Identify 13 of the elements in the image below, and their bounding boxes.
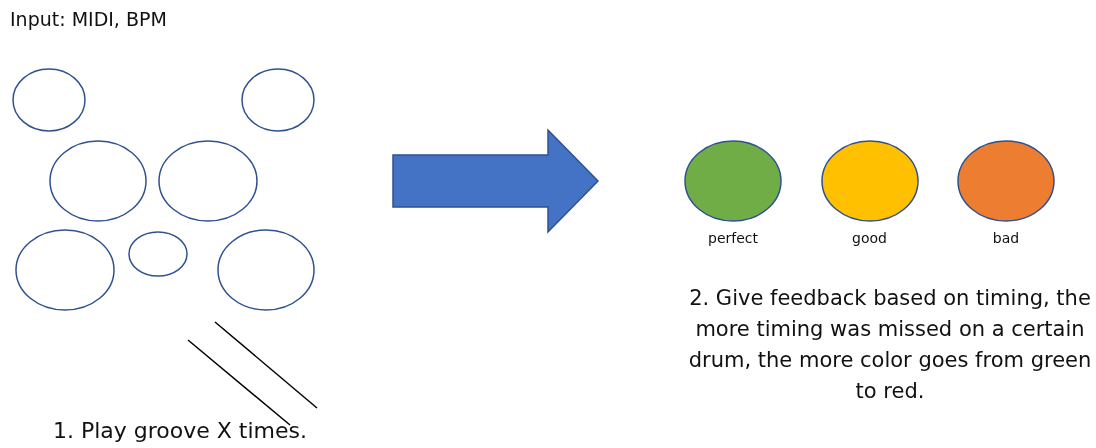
drum-pad [49, 140, 147, 222]
step-description: 2. Give feedback based on timing, the more timing was missed on a certain drum, the more color goes from green to red. [687, 285, 1093, 405]
step-caption: 1. Play groove X times. [51, 418, 309, 443]
legend-label: good [851, 230, 888, 246]
drum-pad [158, 140, 258, 222]
legend-label: bad [991, 230, 1021, 246]
drum-pad [217, 229, 315, 311]
drum-pad [15, 229, 115, 311]
input-note: Input: MIDI, BPM [10, 8, 168, 30]
drum-pad [12, 68, 86, 132]
legend-label: perfect [707, 230, 759, 246]
drum-pad [128, 231, 188, 277]
drum-pad [241, 68, 315, 132]
